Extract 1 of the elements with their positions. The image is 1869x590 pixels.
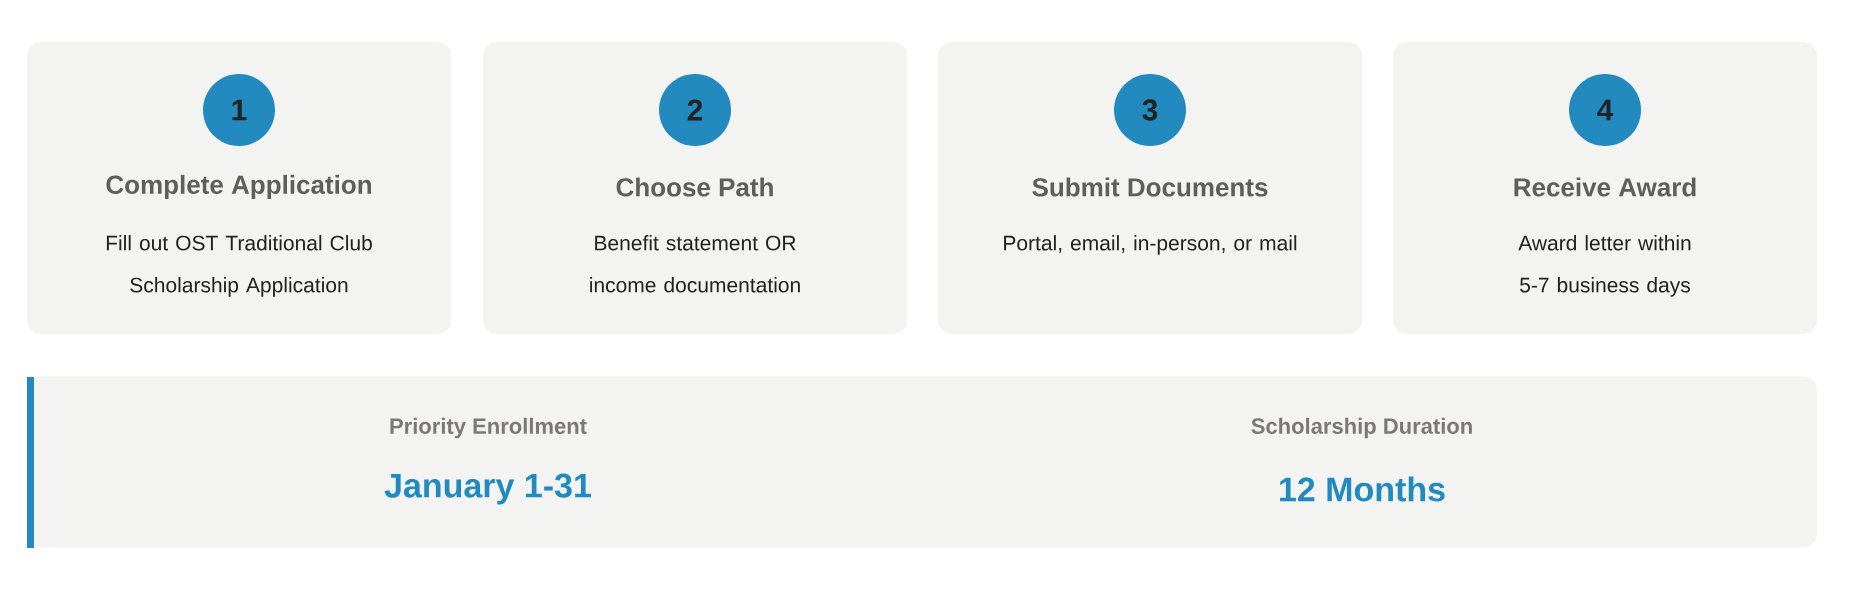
stats-panel: Priority Enrollment January 1-31 Scholarship Duration 12 Months bbox=[27, 376, 1817, 548]
